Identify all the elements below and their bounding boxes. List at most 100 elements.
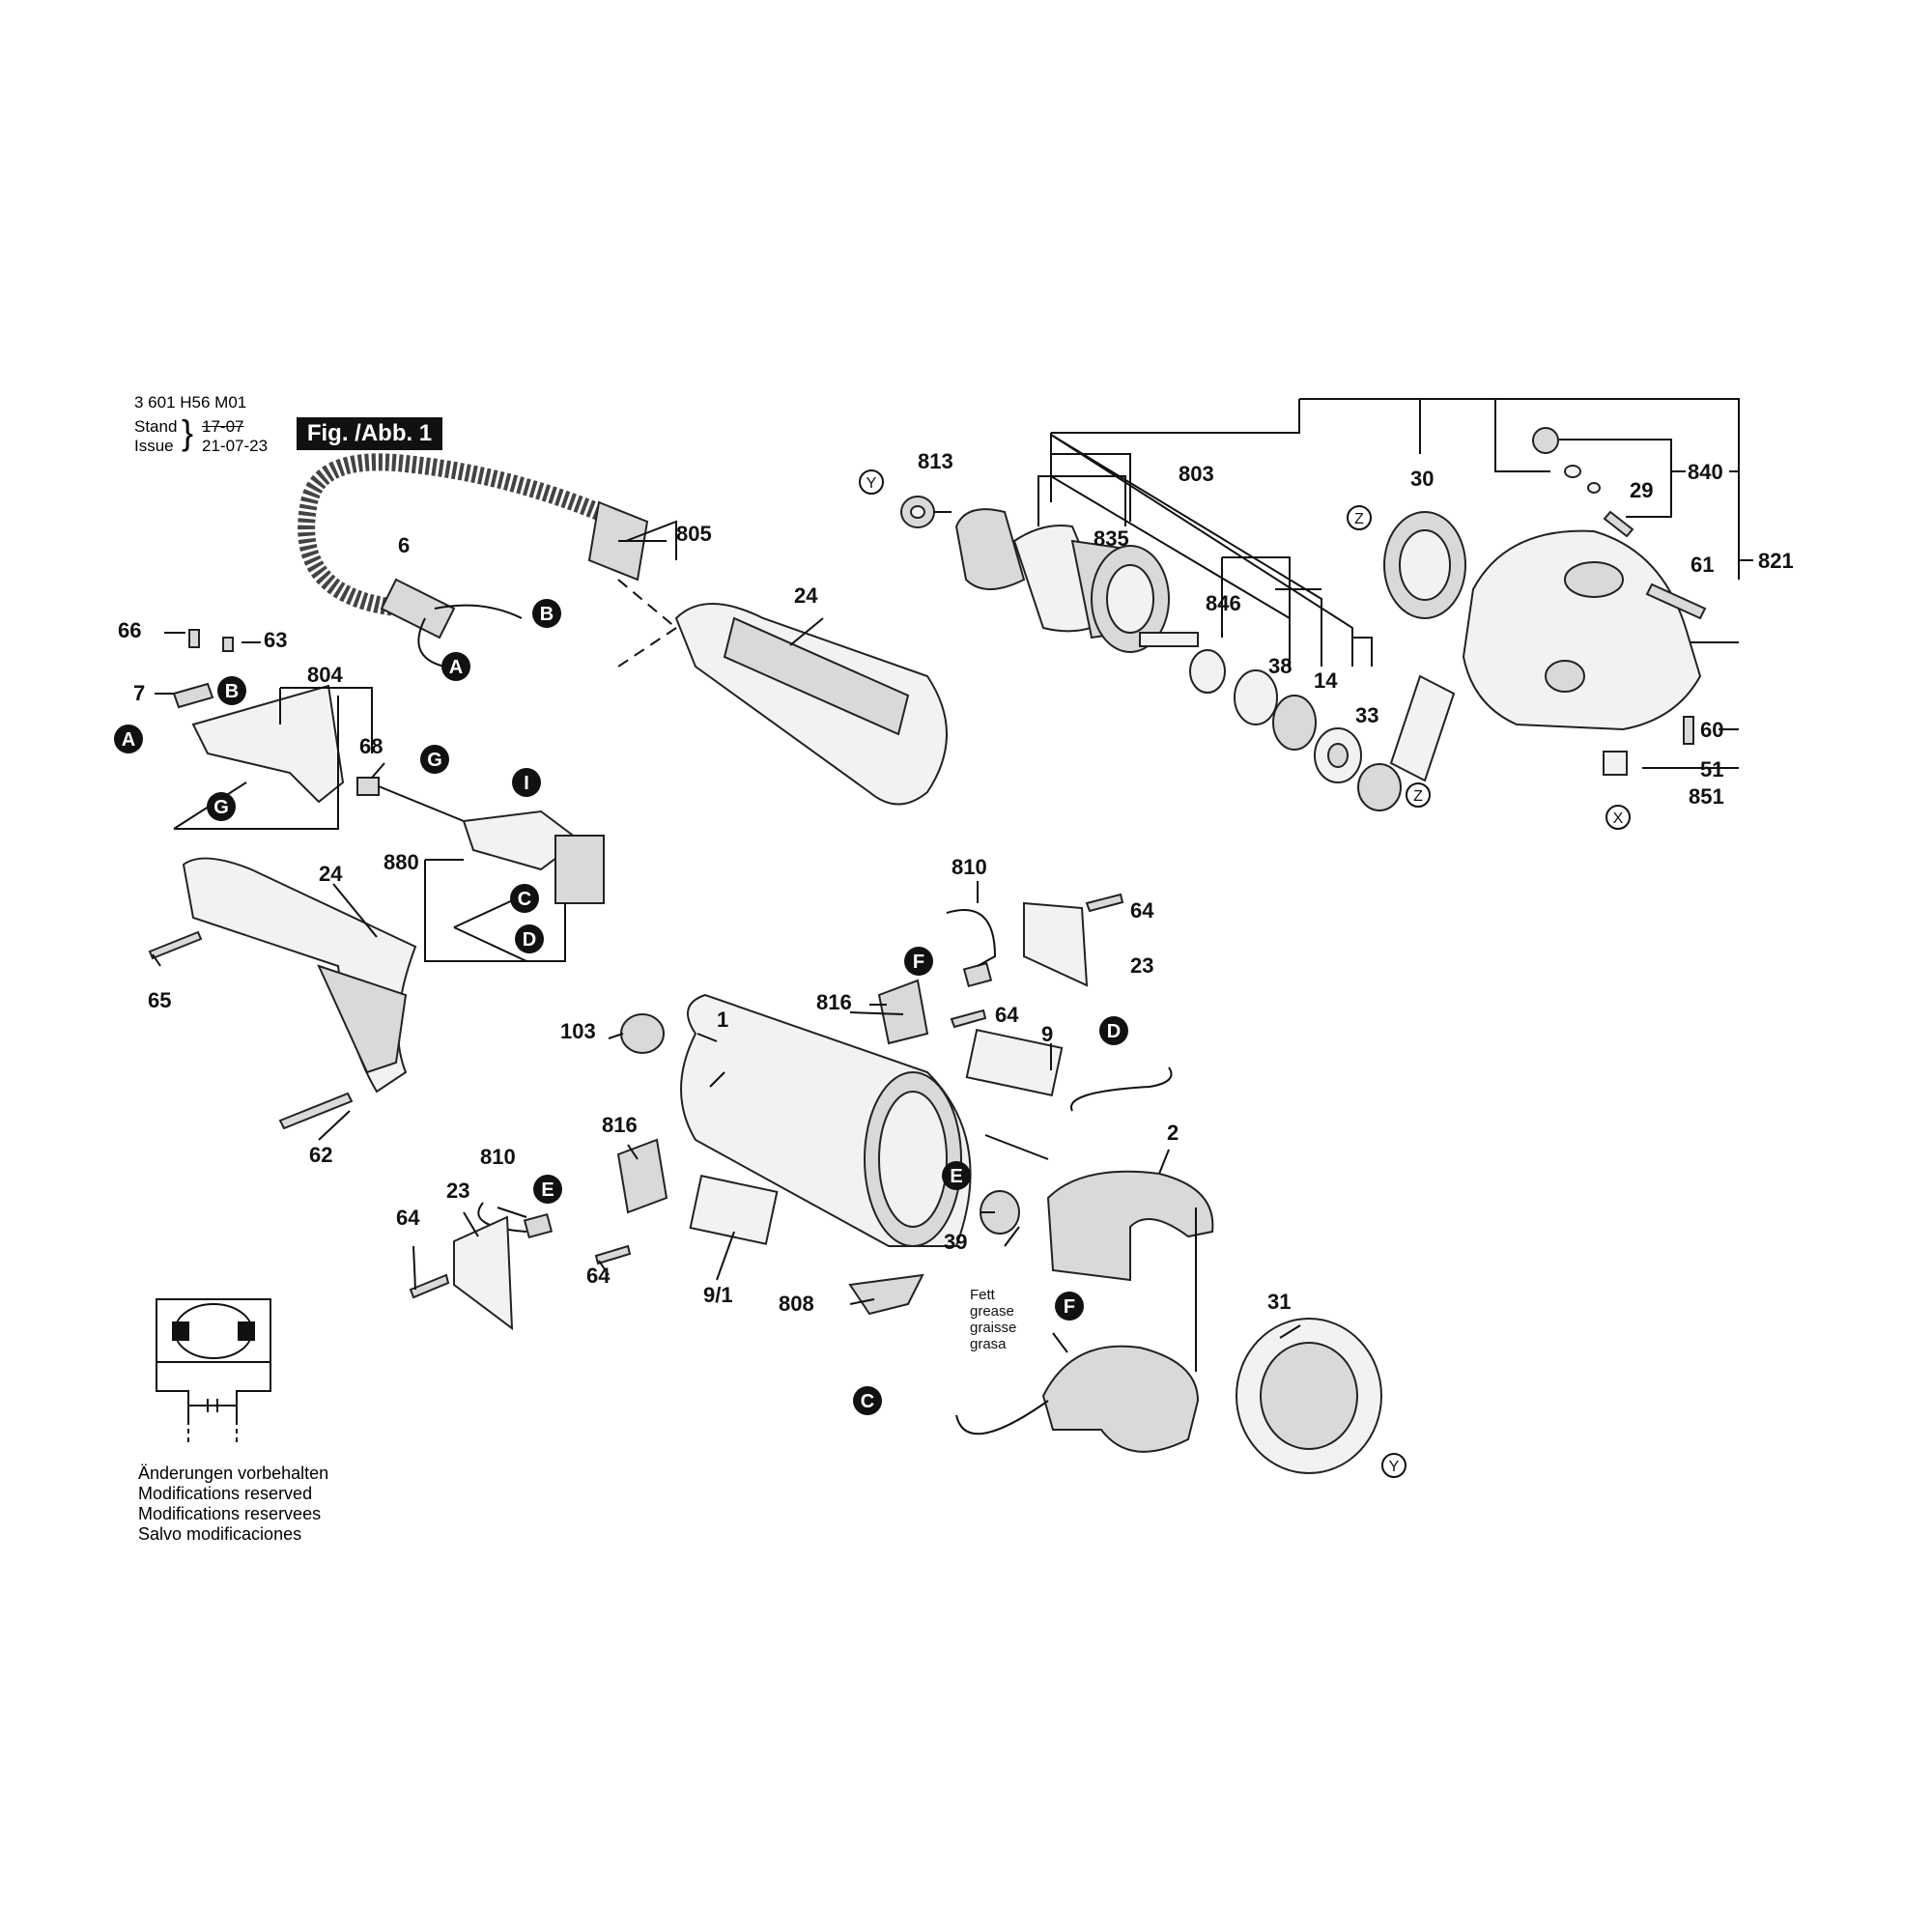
brush-cover-23-top: [1023, 901, 1089, 987]
wiring-schematic: [156, 1298, 271, 1444]
svg-text:G: G: [427, 750, 442, 771]
cable-assembly: [298, 453, 948, 806]
switch-housing: [191, 684, 345, 804]
screw-63: [222, 637, 234, 652]
screw-64-b: [1085, 893, 1124, 913]
power-cable-805: [298, 453, 603, 617]
grease-note: Fett grease graisse grasa: [970, 1287, 1016, 1352]
grease-note-line-4: grasa: [970, 1336, 1007, 1352]
label-810-bottom: 810: [480, 1145, 516, 1169]
screw-62: [278, 1092, 354, 1130]
grease-note-line-2: grease: [970, 1303, 1014, 1320]
label-63: 63: [264, 628, 287, 652]
screw-65: [148, 930, 203, 960]
label-64-left: 64: [396, 1206, 420, 1230]
connector-marker-a: [114, 724, 143, 753]
brush-holder-816-bottom: [616, 1138, 668, 1214]
label-68: 68: [359, 734, 383, 758]
screw-60: [1683, 716, 1694, 745]
label-810-top: 810: [952, 855, 987, 879]
label-24-top: 24: [794, 583, 818, 608]
label-816-bottom: 816: [602, 1113, 638, 1137]
label-851: 851: [1689, 784, 1724, 809]
svg-text:X: X: [1613, 810, 1624, 827]
bearing-cage-14: [1272, 695, 1317, 751]
brush-holder-816-top: [877, 979, 929, 1045]
document-number: 3 601 H56 M01: [134, 393, 247, 412]
label-38: 38: [1268, 654, 1292, 678]
ring-38: [1234, 669, 1278, 725]
svg-text:Z: Z: [1413, 788, 1423, 805]
cable-sleeve-6: [380, 578, 456, 639]
label-880: 880: [384, 850, 419, 874]
label-24-bottom: 24: [319, 862, 343, 886]
reference-marker-z: [1347, 505, 1372, 530]
connector-marker-d: [515, 924, 544, 953]
label-2: 2: [1167, 1121, 1179, 1145]
label-39: 39: [944, 1230, 967, 1254]
brush-holders: [409, 893, 1124, 1331]
svg-text:E: E: [541, 1179, 554, 1201]
issue-label: Issue: [134, 437, 174, 455]
svg-text:F: F: [1064, 1296, 1075, 1318]
svg-text:Y: Y: [1389, 1459, 1400, 1475]
label-840: 840: [1688, 460, 1723, 484]
label-64-mid: 64: [995, 1003, 1019, 1027]
label-1: 1: [717, 1008, 728, 1032]
cap-840: [1532, 427, 1559, 454]
label-821: 821: [1758, 549, 1794, 573]
label-9-1: [689, 1175, 779, 1245]
spindle-lock-51: [1603, 751, 1628, 776]
connector-marker-c: [510, 884, 539, 913]
screw-64-c: [594, 1244, 632, 1265]
svg-text:Y: Y: [867, 475, 877, 492]
clip-7: [172, 682, 214, 709]
label-835: 835: [1094, 526, 1129, 551]
label-6: 6: [398, 533, 410, 557]
screw-61: [1645, 582, 1707, 620]
label-803: 803: [1179, 462, 1214, 486]
connector-marker-e: [533, 1175, 562, 1204]
label-9: 9: [1041, 1022, 1053, 1046]
armature-shaft: [1139, 632, 1199, 647]
label-7: 7: [133, 681, 145, 705]
connector-marker-b: [217, 676, 246, 705]
svg-text:A: A: [122, 729, 135, 751]
brush-cover-23-bottom: [453, 1215, 514, 1331]
field-coil-2-bottom: [1041, 1345, 1200, 1453]
grease-note-line-3: graisse: [970, 1320, 1016, 1336]
label-9-1: 9/1: [703, 1283, 733, 1307]
connector-marker-f: [1055, 1292, 1084, 1321]
lower-handle-assembly: [148, 857, 417, 1130]
label-65: 65: [148, 988, 171, 1012]
connector-marker-d: [1099, 1016, 1128, 1045]
label-64-top: 64: [1130, 898, 1154, 923]
reference-marker-z: [1406, 782, 1431, 808]
armature-assembly: [900, 496, 1456, 811]
commutator: [954, 508, 1026, 590]
connector-marker-g: [420, 745, 449, 774]
issue-value: 21-07-23: [202, 437, 269, 455]
circlip-846: [1189, 649, 1226, 694]
stand-label: Stand: [134, 417, 178, 436]
connector-marker-e: [942, 1161, 971, 1190]
header-brace: }: [182, 412, 194, 452]
label-808: [848, 1273, 924, 1316]
reference-marker-y: [1381, 1453, 1406, 1478]
footer-notes: Änderungen vorbehalten Modifications res…: [138, 1463, 328, 1545]
label-51: 51: [1700, 757, 1723, 781]
connector-68: [356, 777, 380, 796]
figure-badge: Fig. /Abb. 1: [297, 417, 442, 450]
label-14: 14: [1314, 668, 1338, 693]
label-62: 62: [309, 1143, 332, 1167]
part-number-labels: 813 803 835 30 840 29 821 61 846 38 14 3…: [118, 449, 1794, 1316]
pin-29: [1603, 510, 1634, 538]
label-816-top: 816: [816, 990, 852, 1014]
svg-text:C: C: [518, 889, 531, 910]
svg-text:G: G: [213, 797, 229, 818]
label-805: 805: [676, 522, 712, 546]
connector-marker-f: [904, 947, 933, 976]
label-804: 804: [307, 663, 343, 687]
